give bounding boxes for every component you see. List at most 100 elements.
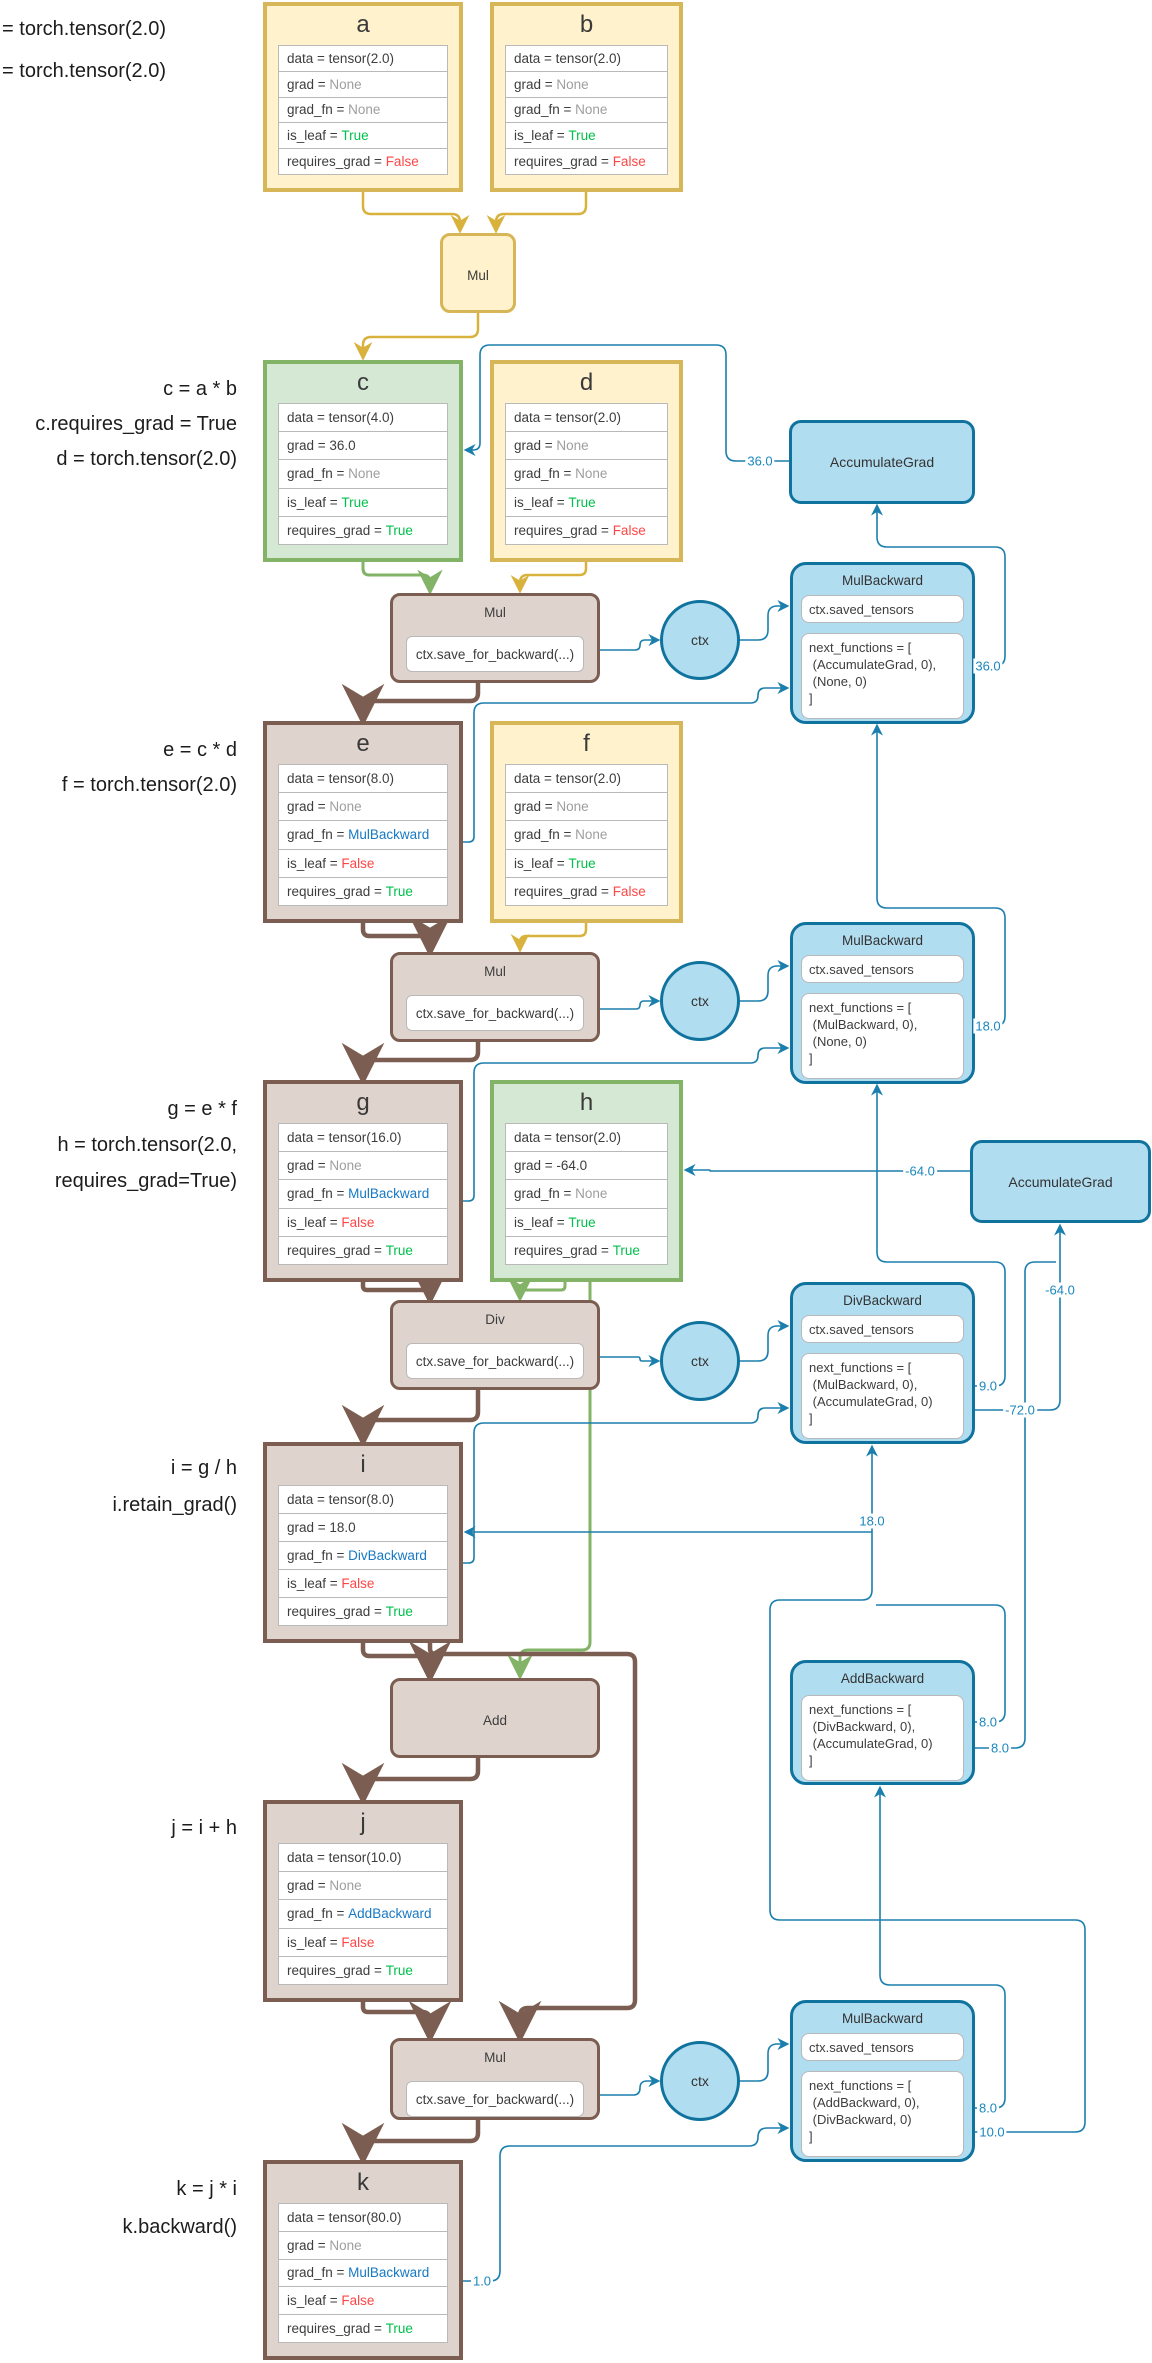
edge-value-label: 36.0 [973, 658, 1003, 674]
field-name: is_leaf = [287, 1576, 342, 1591]
field-name: data = [287, 1492, 329, 1507]
edge-value-label: 8.0 [988, 1740, 1012, 1756]
next-functions-pill: next_functions = [ (DivBackward, 0), (Ac… [801, 1695, 964, 1781]
field-value: False [341, 1576, 375, 1591]
field-name: is_leaf = [514, 494, 569, 510]
field-name: data = [287, 1850, 329, 1866]
field-requires_grad: requires_grad = True [278, 1235, 448, 1265]
field-value: None [329, 1878, 362, 1894]
field-value: DivBackward [348, 1548, 427, 1563]
code-line: i = g / h [170, 1457, 237, 1479]
field-name: grad_fn = [287, 466, 349, 482]
field-grad: grad = 36.0 [278, 431, 448, 461]
field-grad_fn: grad_fn = None [505, 1179, 668, 1209]
edge-value-label: 8.0 [976, 2100, 1000, 2116]
field-value: True [385, 1604, 413, 1619]
edge-blue [586, 995, 661, 1010]
tensor-title: j [360, 1809, 366, 1836]
field-value: -64.0 [556, 1158, 588, 1174]
field-data: data = tensor(16.0) [278, 1123, 448, 1153]
next-functions-pill: next_functions = [ (MulBackward, 0), (Ac… [801, 1353, 964, 1439]
op-label: Mul [484, 2050, 506, 2065]
field-data: data = tensor(2.0) [278, 45, 448, 72]
field-name: requires_grad = [287, 1242, 386, 1258]
ctx-circle-0: ctx [660, 600, 740, 680]
field-grad_fn: grad_fn = None [505, 96, 668, 124]
field-name: data = [287, 410, 329, 426]
next-functions-pill: next_functions = [ (MulBackward, 0), (No… [801, 993, 964, 1079]
field-grad_fn: grad_fn = MulBackward [278, 2258, 448, 2288]
field-value: MulBackward [348, 827, 430, 843]
field-name: is_leaf = [287, 128, 342, 144]
field-value: tensor(2.0) [328, 50, 394, 66]
field-name: grad = [514, 799, 557, 815]
edge-value-label: -72.0 [1003, 1402, 1037, 1418]
ctx-save-pill: ctx.save_for_backward(...) [406, 1343, 584, 1379]
field-value: None [348, 466, 381, 482]
edge-blue [740, 2038, 790, 2082]
ctx-save-pill: ctx.save_for_backward(...) [406, 2081, 584, 2117]
field-value: False [341, 1214, 375, 1230]
field-name: requires_grad = [514, 154, 613, 170]
field-requires_grad: requires_grad = True [278, 2314, 448, 2343]
field-value: None [556, 438, 589, 454]
field-name: requires_grad = [514, 1242, 613, 1258]
tensor-title: g [356, 1089, 370, 1116]
saved-tensors-pill: ctx.saved_tensors [801, 2033, 964, 2061]
code-line: j = i + h [171, 1817, 237, 1839]
field-name: data = [514, 771, 556, 787]
field-is_leaf: is_leaf = True [505, 1207, 668, 1237]
accumulategrad-node-accgrad-c: AccumulateGrad [789, 420, 975, 504]
code-line: h = torch.tensor(2.0, [57, 1134, 237, 1156]
field-value: None [575, 466, 608, 482]
field-value: None [556, 76, 589, 92]
edge-brown [341, 1390, 481, 1448]
edge-blue [586, 2075, 661, 2096]
field-name: is_leaf = [287, 855, 342, 871]
edge-value-label: 18.0 [973, 1018, 1003, 1034]
op-label: Mul [484, 605, 506, 620]
tensor-title: e [356, 730, 370, 757]
field-value: True [568, 494, 596, 510]
backward-title: MulBackward [841, 2011, 924, 2026]
field-value: None [575, 1186, 608, 1202]
field-value: True [385, 522, 413, 538]
field-value: True [385, 2321, 413, 2337]
ctx-circle-2: ctx [660, 1321, 740, 1401]
field-value: tensor(8.0) [328, 771, 394, 787]
field-requires_grad: requires_grad = False [505, 148, 668, 175]
ctx-save-pill: ctx.save_for_backward(...) [406, 995, 584, 1031]
edge-blue [463, 2122, 790, 2282]
field-value: None [348, 102, 381, 118]
field-value: MulBackward [348, 1186, 430, 1202]
saved-tensors-pill: ctx.saved_tensors [801, 1315, 964, 1343]
field-is_leaf: is_leaf = False [278, 1927, 448, 1957]
field-value: tensor(4.0) [328, 410, 394, 426]
edge-blue [975, 1261, 1056, 1749]
field-name: grad_fn = [287, 1548, 349, 1563]
code-line: k = j * i [176, 2178, 237, 2200]
field-grad_fn: grad_fn = DivBackward [278, 1541, 448, 1570]
field-name: grad = [514, 1158, 557, 1174]
field-value: True [385, 1242, 413, 1258]
field-name: grad = [287, 2237, 330, 2253]
field-name: data = [514, 50, 556, 66]
tensor-title: a [356, 11, 370, 38]
backward-title: AddBackward [840, 1671, 925, 1686]
edge-brown [360, 1262, 452, 1306]
field-name: grad_fn = [514, 1186, 576, 1202]
field-name: grad_fn = [287, 1906, 349, 1922]
field-grad: grad = 18.0 [278, 1513, 448, 1542]
field-name: is_leaf = [514, 128, 569, 144]
